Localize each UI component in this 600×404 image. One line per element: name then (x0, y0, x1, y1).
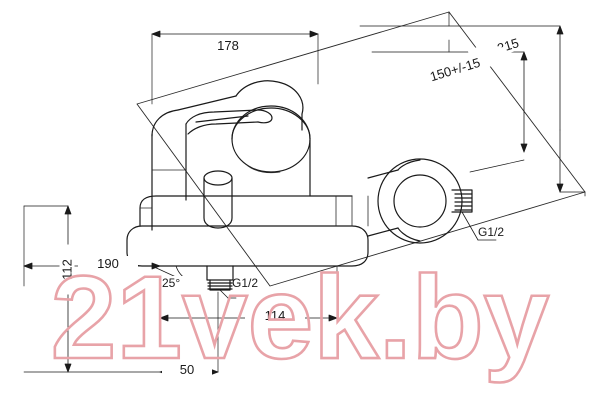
faucet-detail-lines (139, 165, 369, 227)
label-g12-bottom: G1/2 (232, 276, 259, 290)
dimension-215 (359, 11, 586, 193)
label-178: 178 (198, 38, 258, 53)
reference-plane (136, 11, 586, 287)
label-50: 50 (162, 362, 212, 377)
label-190: 190 (78, 256, 138, 271)
dimension-178 (151, 30, 319, 105)
faucet-body (126, 80, 473, 291)
dimension-150 (371, 39, 528, 173)
label-112: 112 (59, 244, 75, 295)
label-g12-right: G1/2 (478, 225, 505, 239)
label-114: 114 (245, 308, 305, 323)
dimension-114 (159, 265, 338, 322)
callout-leaders (219, 211, 497, 299)
label-25-degree: 25° (162, 276, 202, 290)
dimension-112 (23, 205, 161, 373)
